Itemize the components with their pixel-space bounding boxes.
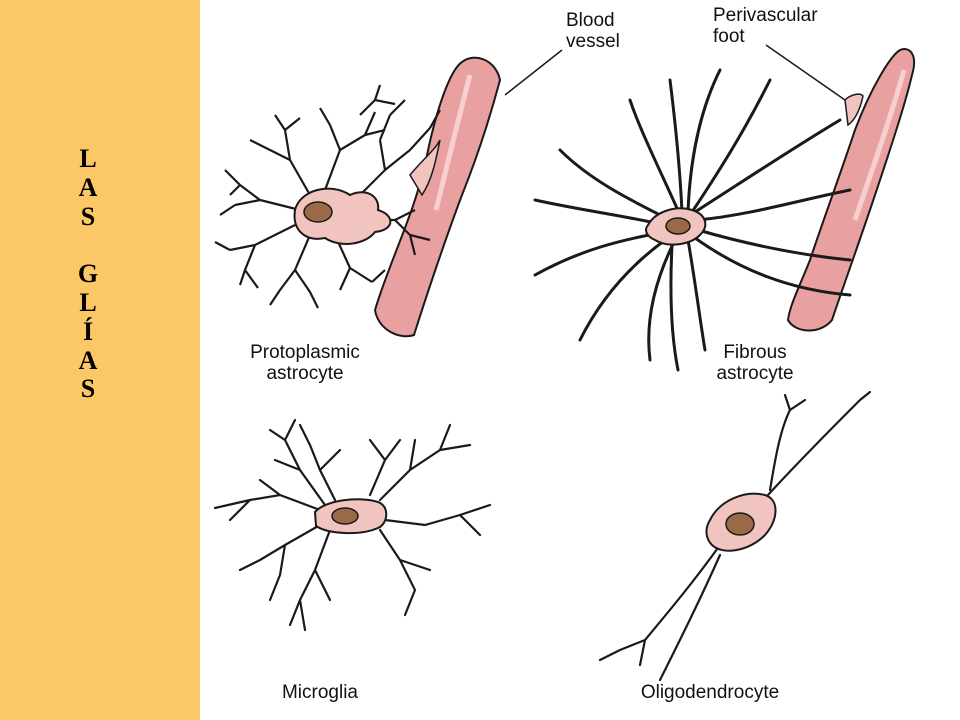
blood-vessel-left: [373, 56, 502, 338]
label-line: vessel: [566, 31, 620, 52]
label-fibrous-astrocyte: Fibrous astrocyte: [690, 342, 820, 384]
label-perivascular-foot: Perivascular foot: [713, 5, 818, 47]
glia-diagram: [213, 44, 916, 682]
protoplasmic-astrocyte: [214, 84, 441, 309]
oligodendrocyte-processes: [598, 390, 872, 682]
fibrous-astrocyte-processes: [533, 68, 852, 372]
title-letter: Í: [82, 316, 94, 346]
label-line: Protoplasmic: [250, 342, 360, 363]
title-letter: S: [80, 374, 96, 404]
label-microglia: Microglia: [281, 682, 359, 703]
sidebar: L A S G L Í A S: [0, 0, 200, 720]
perivascular-foot-shape: [844, 93, 864, 127]
microglia-nucleus: [331, 507, 359, 525]
title-letter: A: [78, 345, 98, 375]
protoplasmic-foot: [409, 139, 441, 197]
diagram-panel: Blood vessel Perivascular foot Protoplas…: [200, 0, 960, 720]
fibrous-nucleus: [665, 217, 691, 235]
title-letter: S: [80, 201, 96, 231]
microglia-processes: [213, 418, 492, 632]
title-letter: L: [79, 287, 97, 317]
label-line: foot: [713, 26, 745, 47]
label-protoplasmic-astrocyte: Protoplasmic astrocyte: [230, 342, 380, 384]
label-line: Fibrous: [723, 342, 787, 363]
label-blood-vessel: Blood vessel: [566, 10, 620, 52]
blood-vessel-leader: [504, 49, 563, 96]
vertical-title: L A S G L Í A S: [60, 144, 116, 404]
label-line: astrocyte: [716, 363, 794, 384]
label-oligodendrocyte: Oligodendrocyte: [640, 682, 780, 703]
protoplasmic-nucleus: [303, 201, 333, 223]
label-line: Perivascular: [713, 5, 818, 26]
title-letter: A: [78, 172, 98, 202]
title-letter: G: [77, 259, 99, 289]
perivascular-leader: [765, 44, 846, 101]
label-line: astrocyte: [266, 363, 344, 384]
oligodendrocyte-nucleus: [725, 512, 755, 536]
title-letter: L: [79, 144, 97, 173]
label-line: Blood: [566, 10, 615, 31]
